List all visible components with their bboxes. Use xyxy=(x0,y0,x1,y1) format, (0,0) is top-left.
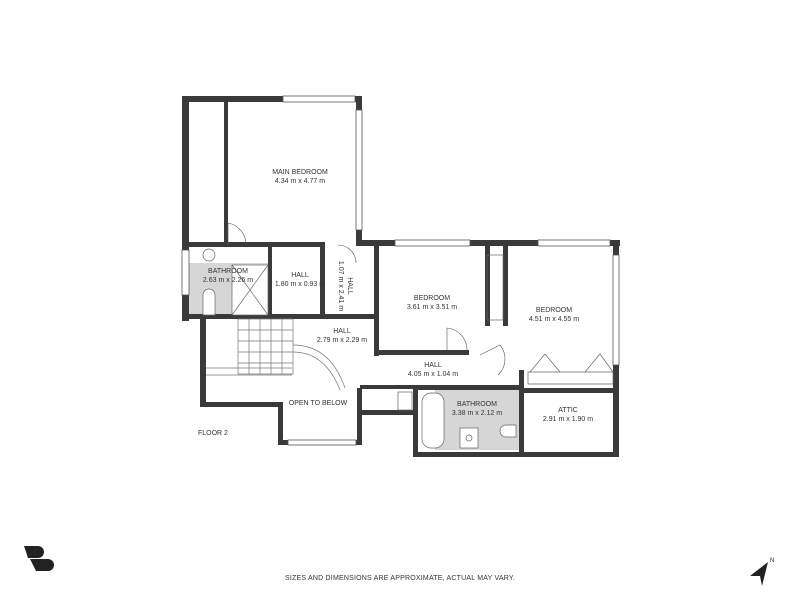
stairs xyxy=(206,318,346,391)
doors xyxy=(227,222,506,376)
floor-label: FLOOR 2 xyxy=(198,430,228,437)
room-label-open-to-below: OPEN TO BELOW xyxy=(288,400,348,407)
north-label: N xyxy=(770,558,774,564)
fixtures xyxy=(202,248,614,449)
disclaimer: SIZES AND DIMENSIONS ARE APPROXIMATE, AC… xyxy=(285,575,515,582)
windows xyxy=(181,95,620,446)
walls xyxy=(182,96,620,457)
brand-logo xyxy=(24,546,54,571)
north-arrow-icon: N xyxy=(750,558,774,586)
